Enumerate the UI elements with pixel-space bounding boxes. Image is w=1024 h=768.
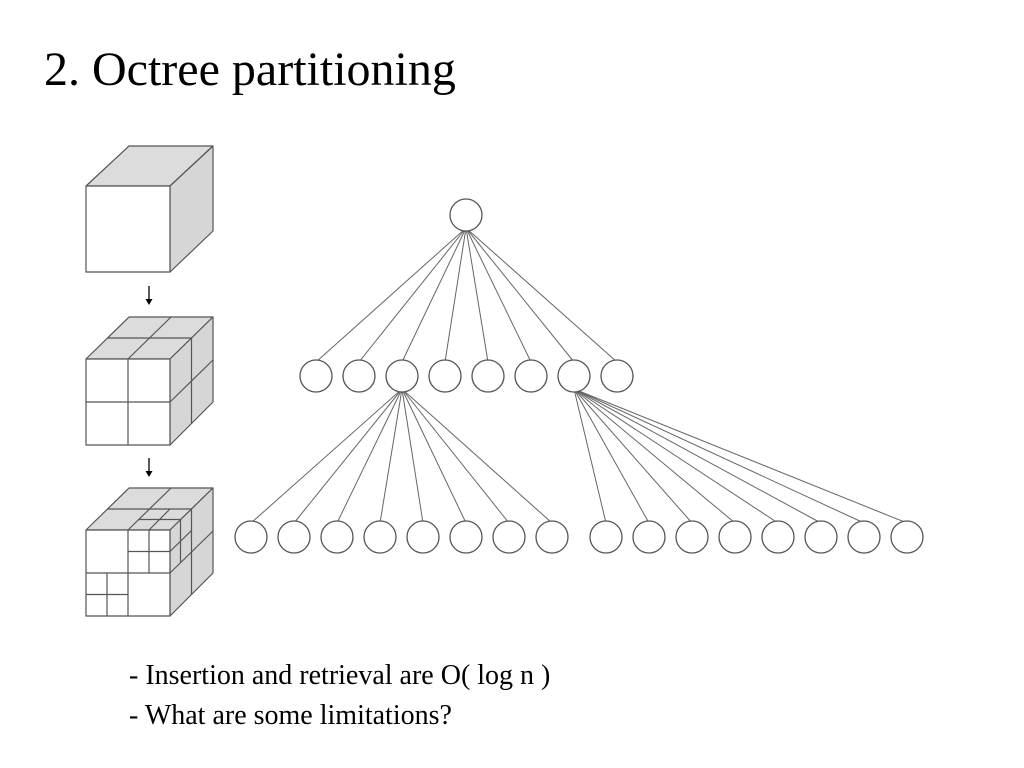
tree-node-level1 <box>299 359 333 393</box>
tree-node-level2 <box>847 520 881 554</box>
tree-node-level1 <box>471 359 505 393</box>
tree-edge <box>401 388 553 524</box>
tree-edge <box>250 388 403 524</box>
down-arrow-icon <box>145 286 153 305</box>
tree-node-root <box>449 198 483 232</box>
tree-node-level2 <box>535 520 569 554</box>
tree-edge <box>401 388 467 524</box>
tree-edge <box>293 388 403 524</box>
tree-edge <box>401 388 510 524</box>
tree-node-level1 <box>600 359 634 393</box>
tree-edge <box>465 227 532 363</box>
tree-edge <box>401 227 467 363</box>
tree-edge <box>444 227 467 363</box>
cube-subdivided-once <box>85 316 214 446</box>
tree-node-level2 <box>632 520 666 554</box>
tree-edge <box>573 388 607 524</box>
tree-edge <box>465 227 575 363</box>
tree-node-level2 <box>406 520 440 554</box>
tree-node-level1 <box>342 359 376 393</box>
tree-node-level2 <box>718 520 752 554</box>
tree-edge <box>315 227 467 363</box>
tree-node-level1 <box>514 359 548 393</box>
tree-node-level1 <box>385 359 419 393</box>
tree-edges <box>250 227 908 524</box>
tree-edge <box>573 388 650 524</box>
slide-title: 2. Octree partitioning <box>44 43 456 96</box>
tree-node-level1 <box>557 359 591 393</box>
tree-node-level2 <box>761 520 795 554</box>
cube-whole-front-face <box>85 185 171 273</box>
tree-node-level2 <box>890 520 924 554</box>
tree-edge <box>465 227 489 363</box>
tree-edge <box>401 388 424 524</box>
tree-node-level2 <box>363 520 397 554</box>
cube-whole <box>85 145 214 273</box>
tree-node-level2 <box>492 520 526 554</box>
tree-edge <box>573 388 822 524</box>
tree-edge <box>573 388 908 524</box>
bullet-list: - Insertion and retrieval are O( log n )… <box>129 656 550 736</box>
tree-node-level2 <box>277 520 311 554</box>
tree-edge <box>379 388 403 524</box>
tree-edge <box>336 388 403 524</box>
tree-node-level2 <box>589 520 623 554</box>
tree-node-level2 <box>449 520 483 554</box>
tree-edge <box>465 227 618 363</box>
tree-node-level2 <box>234 520 268 554</box>
bullet-complexity: - Insertion and retrieval are O( log n ) <box>129 660 551 691</box>
tree-edge <box>358 227 467 363</box>
tree-node-level2 <box>320 520 354 554</box>
tree-edge <box>573 388 693 524</box>
cube-subdivided-further <box>85 487 214 617</box>
tree-edge <box>573 388 865 524</box>
tree-edge <box>573 388 736 524</box>
tree-node-level2 <box>804 520 838 554</box>
down-arrow-icon <box>145 458 153 477</box>
tree-nodes <box>234 198 924 554</box>
tree-node-level1 <box>428 359 462 393</box>
tree-node-level2 <box>675 520 709 554</box>
bullet-limitations: - What are some limitations? <box>129 700 452 731</box>
tree-edge <box>573 388 779 524</box>
